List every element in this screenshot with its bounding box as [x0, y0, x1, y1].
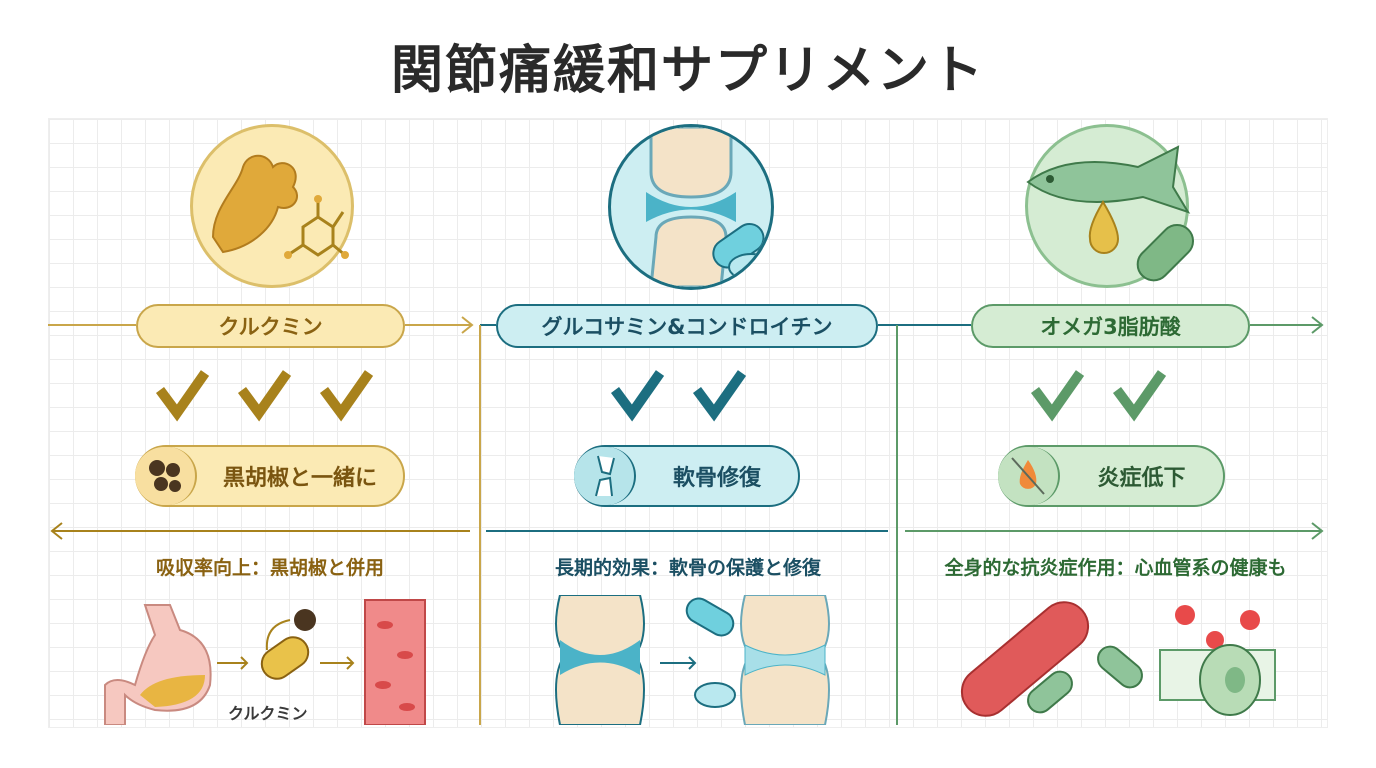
- blood-vessel-icon: [960, 601, 1090, 717]
- anti-inflammatory-illustration: [960, 601, 1276, 717]
- detail-curcumin: 吸収率向上：黒胡椒と併用: [155, 557, 384, 579]
- tip-label: 黒胡椒と一緒に: [222, 466, 377, 491]
- joint-icon: [574, 447, 636, 505]
- capsule-icon: [260, 636, 310, 680]
- page-title: 関節痛緩和サプリメント: [390, 41, 985, 101]
- check-icon: [1112, 370, 1167, 422]
- check-icon: [237, 370, 292, 422]
- fish-oil-icon: [1026, 145, 1195, 282]
- absorption-illustration: [104, 599, 426, 725]
- curcumin-capsule-label: クルクミン: [228, 704, 308, 723]
- check-icon: [155, 370, 210, 422]
- knee-joint-icon: [646, 127, 771, 287]
- no-fire-icon: [998, 447, 1060, 505]
- stomach-icon: [104, 604, 212, 725]
- tip-glucosamine: 軟骨修復: [574, 445, 800, 507]
- glucosamine-label: グルコサミン&コンドロイチン: [496, 304, 878, 348]
- curcumin-illustration: [190, 124, 354, 288]
- check-icon: [692, 370, 747, 422]
- detail-glucosamine: 長期的効果：軟骨の保護と修復: [554, 557, 821, 579]
- rating-checks-curcumin: [155, 370, 374, 422]
- blood-vessel-icon: [364, 599, 426, 725]
- rating-checks-glucosamine: [610, 370, 747, 422]
- check-icon: [319, 370, 374, 422]
- check-icon: [610, 370, 665, 422]
- ginger-molecule-icon: [211, 154, 349, 259]
- cartilage-repair-illustration: [555, 595, 830, 725]
- curcumin-label: クルクミン: [136, 304, 405, 348]
- inflammation-icon: [1175, 605, 1260, 649]
- detail-omega3: 全身的な抗炎症作用：心血管系の健康も: [944, 557, 1287, 579]
- glucosamine-illustration: [608, 124, 774, 290]
- tip-curcumin: 黒胡椒と一緒に: [135, 445, 405, 507]
- rating-checks-omega3: [1030, 370, 1167, 422]
- tip-label: 炎症低下: [1097, 466, 1186, 491]
- black-pepper-icon: [135, 447, 197, 505]
- omega3-label: オメガ3脂肪酸: [971, 304, 1250, 348]
- tip-label: 軟骨修復: [672, 466, 761, 491]
- pepper-icon: [294, 609, 316, 631]
- omega3-illustration: [1025, 124, 1195, 288]
- tip-omega3: 炎症低下: [998, 445, 1225, 507]
- check-icon: [1030, 370, 1085, 422]
